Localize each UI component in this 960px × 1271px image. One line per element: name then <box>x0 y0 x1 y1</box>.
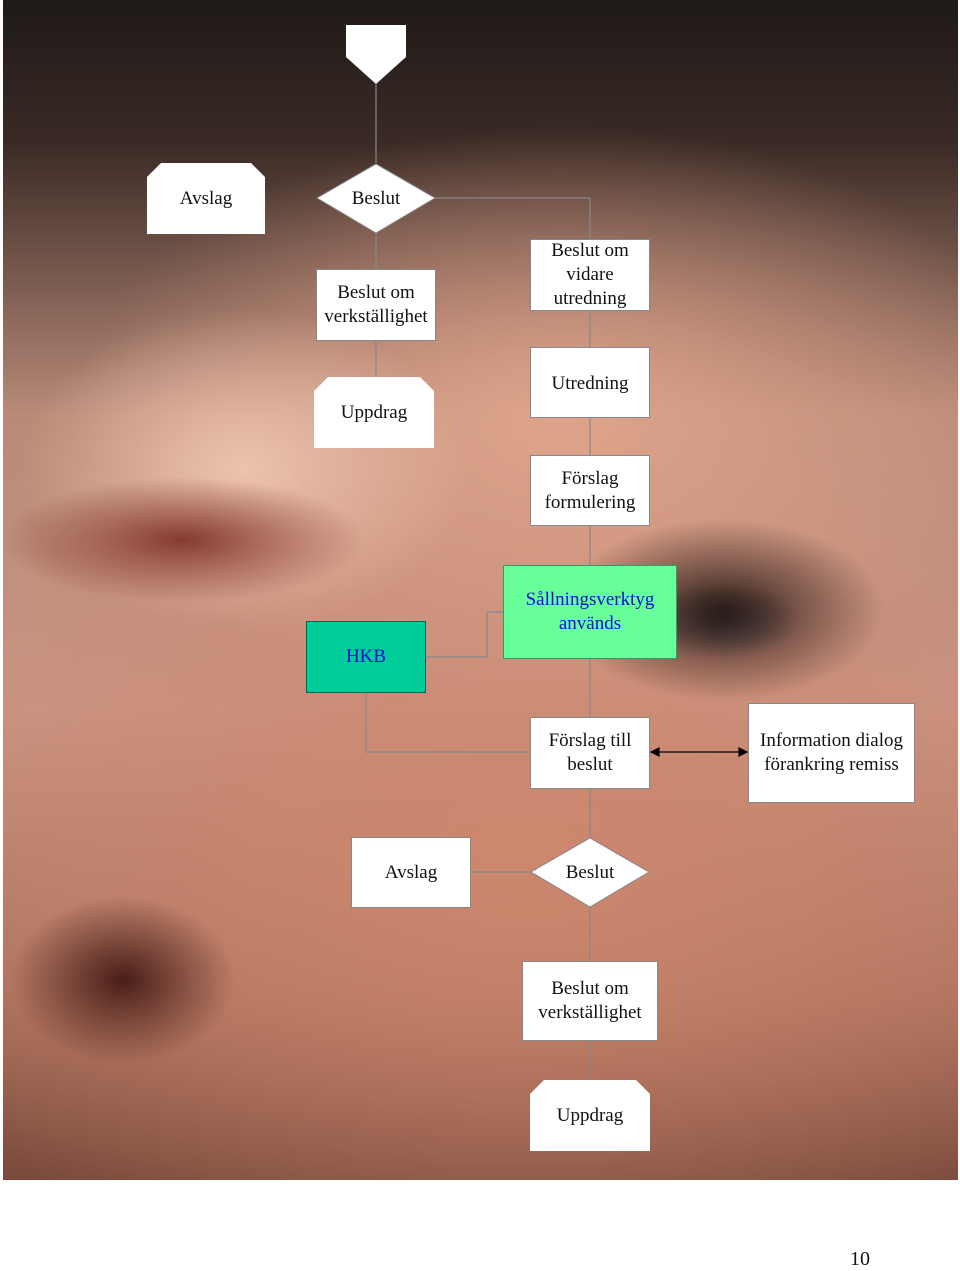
text-line: Förslag till <box>548 730 632 751</box>
text-line: förankring remiss <box>764 754 899 775</box>
information-dialog-box: Information dialog förankring remiss <box>748 703 915 803</box>
avslag-box-bottom: Avslag <box>351 837 471 908</box>
text-line: vidare <box>566 264 614 285</box>
beslut-verkstallighet-box-bottom: Beslut om verkställighet <box>522 961 658 1041</box>
forslag-formulering-box: Förslag formulering <box>530 455 650 526</box>
uppdrag-box-top: Uppdrag <box>314 377 434 448</box>
beslut-label-top: Beslut <box>351 187 401 209</box>
start-arrow-shape <box>346 25 406 84</box>
beslut-diamond-top <box>316 163 436 234</box>
hkb-label: HKB <box>345 646 387 667</box>
avslag-box-top: Avslag <box>147 163 265 234</box>
beslut-label-bottom: Beslut <box>565 861 615 883</box>
text-line: utredning <box>553 288 627 309</box>
beslut-vidare-utredning-box: Beslut om vidare utredning <box>530 239 650 311</box>
utredning-box: Utredning <box>530 347 650 418</box>
uppdrag-label-bottom: Uppdrag <box>556 1104 624 1126</box>
avslag-label-bottom: Avslag <box>384 861 438 883</box>
text-line: Beslut om <box>551 240 629 261</box>
text-line: beslut <box>567 754 613 775</box>
text-line: Information dialog <box>760 730 903 751</box>
sallningsverktyg-box: Sållningsverktyg används <box>503 565 677 659</box>
uppdrag-box-bottom: Uppdrag <box>530 1080 650 1151</box>
text-line: Beslut om <box>551 978 629 999</box>
text-line: Beslut om <box>337 282 415 303</box>
utredning-label: Utredning <box>551 373 629 394</box>
text-line: används <box>558 613 622 634</box>
uppdrag-label-top: Uppdrag <box>340 401 408 423</box>
beslut-diamond-bottom <box>530 837 650 908</box>
beslut-verkstallighet-box-top: Beslut om verkställighet <box>316 269 436 341</box>
forslag-till-beslut-box: Förslag till beslut <box>530 717 650 789</box>
text-line: verkställighet <box>324 306 428 327</box>
text-line: Förslag <box>561 467 619 489</box>
avslag-label-top: Avslag <box>179 187 233 209</box>
hkb-box: HKB <box>306 621 426 693</box>
text-line: Sållningsverktyg <box>525 589 655 610</box>
text-line: formulering <box>544 491 636 513</box>
page-number: 10 <box>850 1248 870 1270</box>
text-line: verkställighet <box>538 1002 642 1023</box>
